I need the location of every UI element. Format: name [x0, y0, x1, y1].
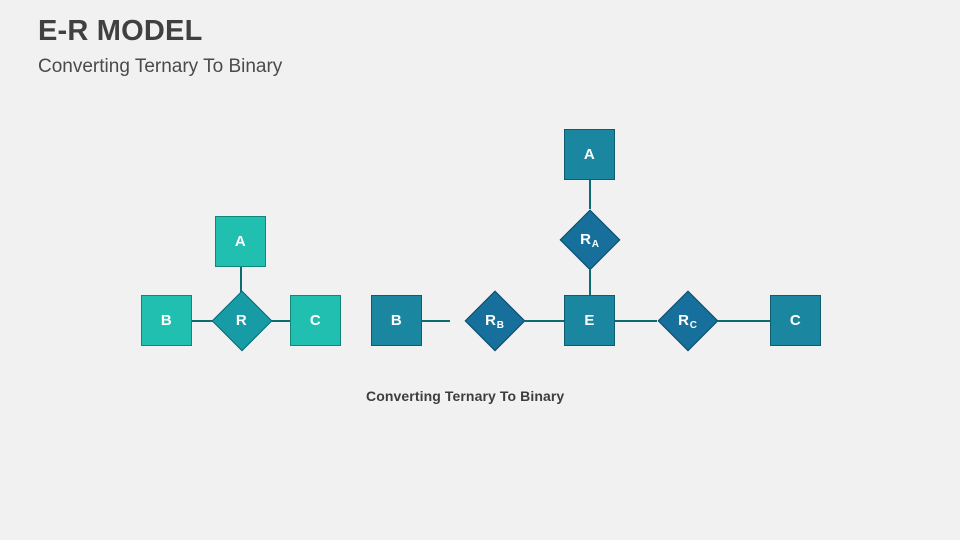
page-subtitle: Converting Ternary To Binary [38, 56, 283, 78]
entity-a[interactable]: A [564, 129, 615, 180]
relationship-ra-subscript: A [591, 239, 600, 250]
entity-b[interactable]: B [141, 295, 192, 346]
entity-c-label: C [789, 312, 802, 329]
connector-e-to-rc [615, 320, 657, 322]
entity-e[interactable]: E [564, 295, 615, 346]
relationship-rb-base: R [485, 312, 497, 329]
relationship-ra-label: RA [580, 231, 600, 250]
relationship-rc[interactable]: RC [657, 290, 718, 351]
entity-e-label: E [584, 312, 595, 329]
connector-a-to-ra [589, 180, 591, 209]
entity-a-label: A [583, 146, 596, 163]
entity-b[interactable]: B [371, 295, 422, 346]
connector-rb-to-e [525, 320, 564, 322]
relationship-ra[interactable]: RA [559, 209, 620, 270]
entity-b-label: B [390, 312, 403, 329]
connector-rc-to-c [718, 320, 770, 322]
relationship-rc-base: R [678, 312, 690, 329]
relationship-ra-base: R [580, 231, 592, 248]
slide-header: E-R MODEL Converting Ternary To Binary [38, 16, 738, 78]
entity-c[interactable]: C [290, 295, 341, 346]
entity-b-label: B [160, 312, 173, 329]
connector-a-to-r [240, 267, 242, 299]
page-title: E-R MODEL [38, 15, 203, 47]
entity-a[interactable]: A [215, 216, 266, 267]
relationship-rb[interactable]: RB [464, 290, 525, 351]
entity-c-label: C [309, 312, 322, 329]
connector-b-to-rb [422, 320, 450, 322]
binary-relationship-diagram: A RA B RB E RC C [365, 120, 835, 360]
relationship-rb-subscript: B [496, 320, 505, 331]
relationship-rc-subscript: C [689, 320, 698, 331]
entity-c[interactable]: C [770, 295, 821, 346]
relationship-r[interactable]: R [211, 290, 272, 351]
connector-b-to-r [188, 320, 218, 322]
entity-a-label: A [234, 233, 247, 250]
ternary-relationship-diagram: A B C R [130, 205, 360, 365]
connector-r-to-c [264, 320, 294, 322]
relationship-rc-label: RC [678, 312, 698, 331]
connector-ra-to-e [589, 270, 591, 295]
relationship-rb-label: RB [485, 312, 505, 331]
diagram-caption: Converting Ternary To Binary [366, 388, 565, 404]
relationship-r-label: R [235, 312, 248, 329]
